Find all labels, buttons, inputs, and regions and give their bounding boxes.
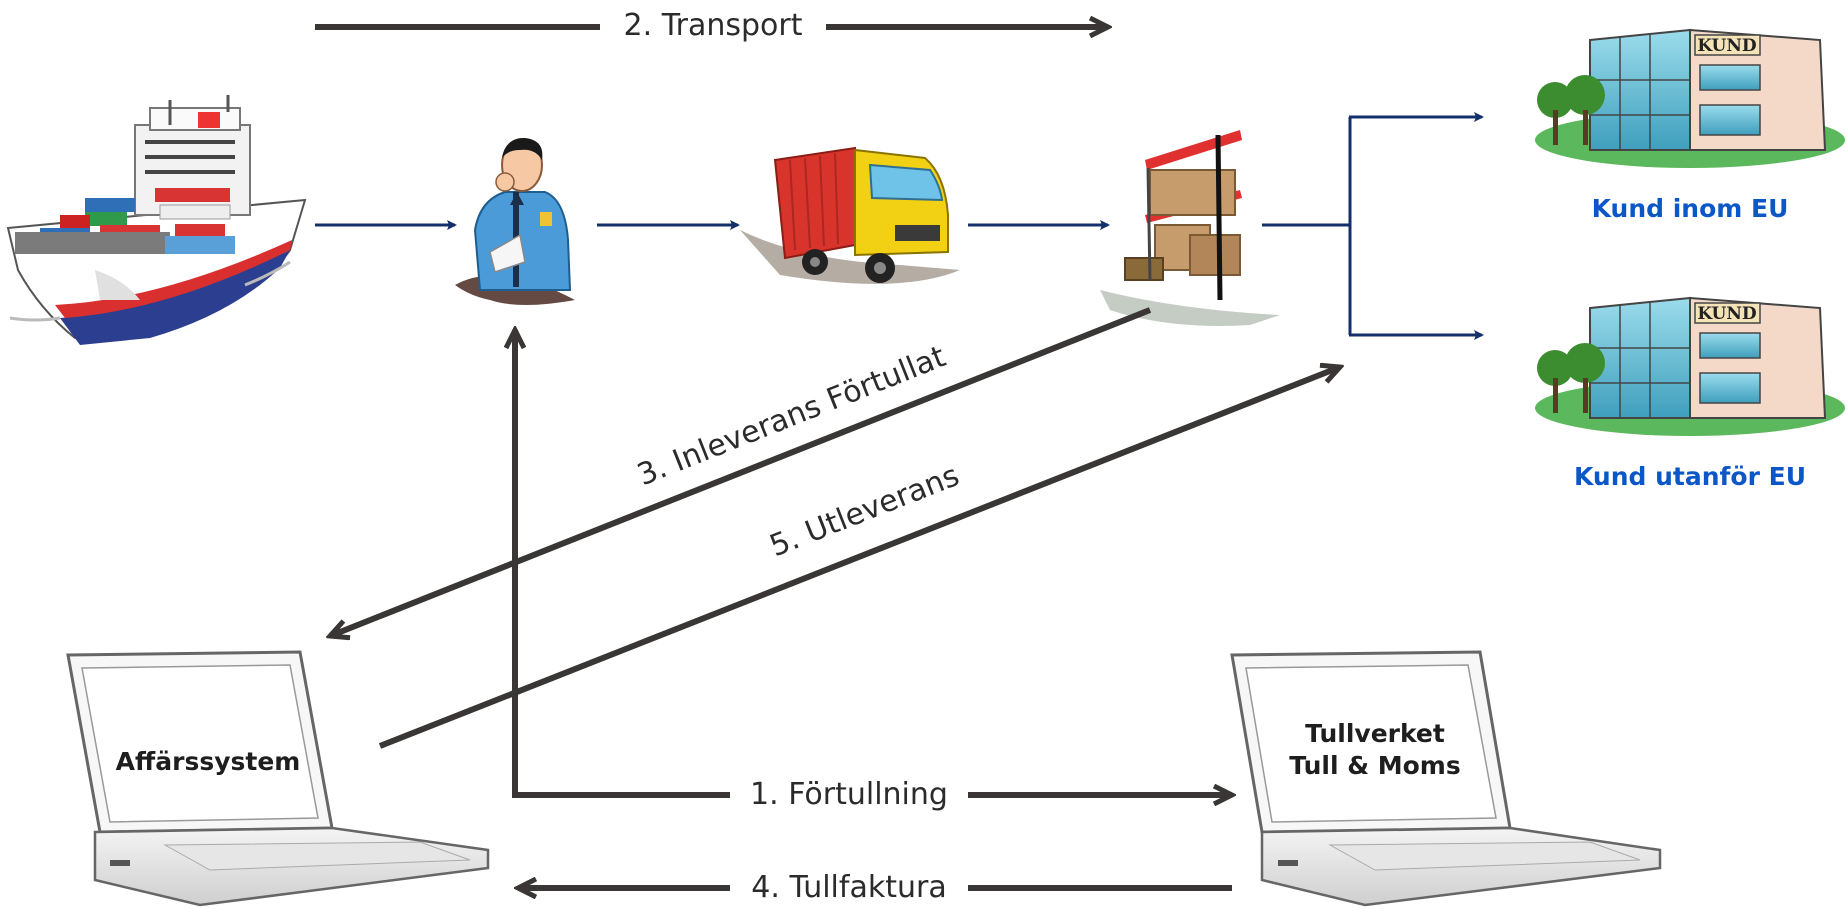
laptop-icon	[66, 650, 490, 907]
utleverans-arrow	[378, 367, 1340, 749]
tullfaktura-label: 4. Tullfaktura	[751, 870, 946, 905]
kund-inom-eu-label: Kund inom EU	[1592, 194, 1789, 223]
kund-utanfor-eu-label: Kund utanför EU	[1574, 462, 1806, 491]
fortullning-arrow	[512, 330, 1232, 795]
inleverans-arrow	[330, 307, 1152, 636]
utleverans-label: 5. Utleverans	[765, 458, 964, 564]
kund-sign-bottom: KUND	[1697, 304, 1757, 324]
cargo-ship-icon	[6, 95, 307, 345]
customer-building-icon: KUND	[1535, 28, 1845, 168]
inleverans-label: 3. Inleverans Förtullat	[632, 339, 950, 493]
customs-officer-icon	[455, 138, 575, 305]
kund-sign-top: KUND	[1697, 36, 1757, 56]
affarssystem-label: Affärssystem	[116, 747, 301, 776]
transport-label: 2. Transport	[624, 8, 803, 43]
customer-building-icon: KUND	[1535, 296, 1845, 436]
laptop-icon	[1230, 650, 1662, 907]
warehouse-to-customers-arrow	[1262, 112, 1484, 340]
tullverket-label: Tullverket	[1305, 719, 1445, 748]
fortullning-label: 1. Förtullning	[750, 777, 948, 812]
truck-icon	[740, 146, 960, 284]
warehouse-icon	[1100, 130, 1280, 326]
tull-moms-label: Tull & Moms	[1289, 751, 1460, 780]
